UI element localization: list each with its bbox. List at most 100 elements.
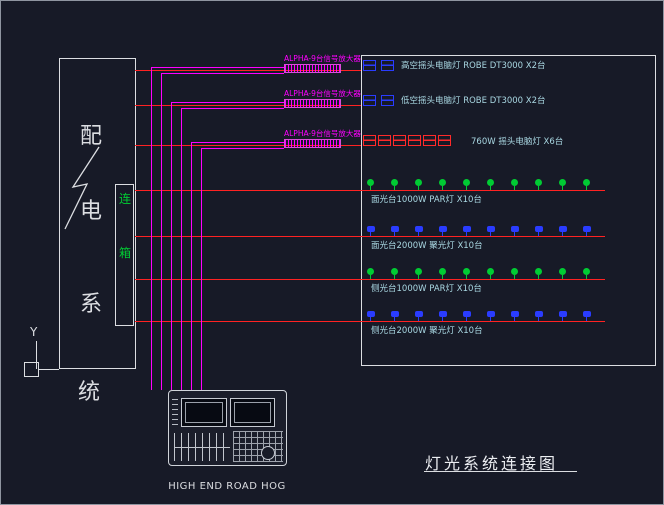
junction-char-2: 箱 [119, 246, 132, 260]
spotlight-icon [559, 311, 567, 321]
red-wire-row7 [135, 321, 605, 322]
moving-head-fixture-icon [408, 135, 421, 146]
fixture-label-7: 侧光台2000W 聚光灯 X10台 [371, 326, 483, 336]
console-label: HIGH END ROAD HOG [168, 481, 286, 492]
par-lamp-icon [367, 179, 374, 190]
spotlight-icon [535, 311, 543, 321]
console-screen-right [230, 398, 275, 427]
spotlight-icon [415, 226, 423, 236]
spotlight-icon [463, 226, 471, 236]
amp-label-3: ALPHA-9台信号放大器 [284, 129, 361, 138]
par-lamp-icon [535, 179, 542, 190]
moving-head-fixture-icon [381, 95, 394, 106]
red-wire-row5 [135, 236, 605, 237]
dmx-wire-horizontal [171, 102, 284, 103]
moving-head-fixture-icon [363, 135, 376, 146]
moving-head-fixture-icon [423, 135, 436, 146]
moving-head-fixture-icon [438, 135, 451, 146]
par-lamp-icon [391, 179, 398, 190]
ucs-origin-box [24, 362, 39, 377]
ucs-y-label: Y [30, 325, 38, 339]
spotlight-icon [487, 311, 495, 321]
spotlight-icon [511, 311, 519, 321]
par-lamp-icon [583, 179, 590, 190]
fixture-row-1 [363, 60, 399, 71]
amp-strip-2 [284, 99, 341, 108]
distribution-cabinet [59, 58, 136, 369]
fixture-row-3 [363, 135, 453, 146]
dmx-wire-vertical [181, 108, 182, 390]
spotlight-icon [391, 311, 399, 321]
dmx-wire-vertical [151, 67, 152, 390]
par-lamp-icon [487, 179, 494, 190]
amp-label-2: ALPHA-9台信号放大器 [284, 89, 361, 98]
junction-box [115, 184, 134, 326]
red-wire-row6 [135, 279, 605, 280]
spotlight-icon [463, 311, 471, 321]
red-wire-row3 [135, 145, 361, 146]
spotlight-icon [391, 226, 399, 236]
fixture-label-4: 面光台1000W PAR灯 X10台 [371, 195, 482, 205]
console-trackball [261, 446, 275, 460]
fixture-label-5: 面光台2000W 聚光灯 X10台 [371, 241, 483, 251]
moving-head-fixture-icon [378, 135, 391, 146]
par-lamp-icon [487, 268, 494, 279]
spotlight-icon [367, 226, 375, 236]
fixture-row-6 [367, 268, 607, 279]
spotlight-icon [583, 311, 591, 321]
par-lamp-icon [559, 179, 566, 190]
dist-char-tong: 统 [78, 380, 101, 405]
par-lamp-icon [583, 268, 590, 279]
spotlight-icon [439, 311, 447, 321]
moving-head-fixture-icon [363, 95, 376, 106]
dmx-wire-horizontal [181, 108, 284, 109]
fixture-label-6: 侧光台1000W PAR灯 X10台 [371, 284, 482, 294]
par-lamp-icon [439, 179, 446, 190]
amp-strip-3 [284, 139, 341, 148]
dist-char-xi: 系 [80, 292, 103, 317]
fixture-label-1: 高空摇头电脑灯 ROBE DT3000 X2台 [401, 61, 546, 71]
moving-head-fixture-icon [363, 60, 376, 71]
lighting-console [168, 390, 287, 466]
par-lamp-icon [559, 268, 566, 279]
amp-label-1: ALPHA-9台信号放大器 [284, 54, 361, 63]
amp-strip-1 [284, 64, 341, 73]
dist-char-dian: 电 [80, 199, 103, 224]
ucs-y-axis-line [36, 341, 37, 369]
fixture-label-3: 760W 摇头电脑灯 X6台 [471, 137, 564, 147]
spotlight-icon [535, 226, 543, 236]
console-faders [174, 433, 230, 461]
drawing-title: 灯光系统连接图 [425, 454, 559, 473]
spotlight-icon [511, 226, 519, 236]
console-knobs [172, 399, 178, 425]
moving-head-fixture-icon [393, 135, 406, 146]
spotlight-icon [559, 226, 567, 236]
spotlight-icon [487, 226, 495, 236]
par-lamp-icon [511, 268, 518, 279]
red-wire-row1 [135, 70, 361, 71]
dmx-wire-vertical [161, 73, 162, 390]
par-lamp-icon [415, 179, 422, 190]
lightning-bolt-icon [64, 146, 100, 230]
dist-char-pei: 配 [80, 124, 103, 149]
par-lamp-icon [391, 268, 398, 279]
console-screen-left [181, 398, 227, 427]
dmx-wire-vertical [201, 148, 202, 390]
par-lamp-icon [439, 268, 446, 279]
fixture-row-5 [367, 226, 607, 236]
dmx-wire-vertical [191, 142, 192, 390]
par-lamp-icon [535, 268, 542, 279]
console-buttons [233, 431, 283, 462]
fixture-label-2: 低空摇头电脑灯 ROBE DT3000 X2台 [401, 96, 546, 106]
dmx-wire-horizontal [161, 73, 284, 74]
spotlight-icon [415, 311, 423, 321]
title-underline [424, 471, 577, 472]
red-wire-row2 [135, 105, 361, 106]
fixture-row-2 [363, 95, 399, 106]
par-lamp-icon [415, 268, 422, 279]
junction-char-1: 连 [119, 192, 132, 206]
dmx-wire-horizontal [191, 142, 284, 143]
fixture-row-4 [367, 179, 607, 190]
dmx-wire-horizontal [151, 67, 284, 68]
